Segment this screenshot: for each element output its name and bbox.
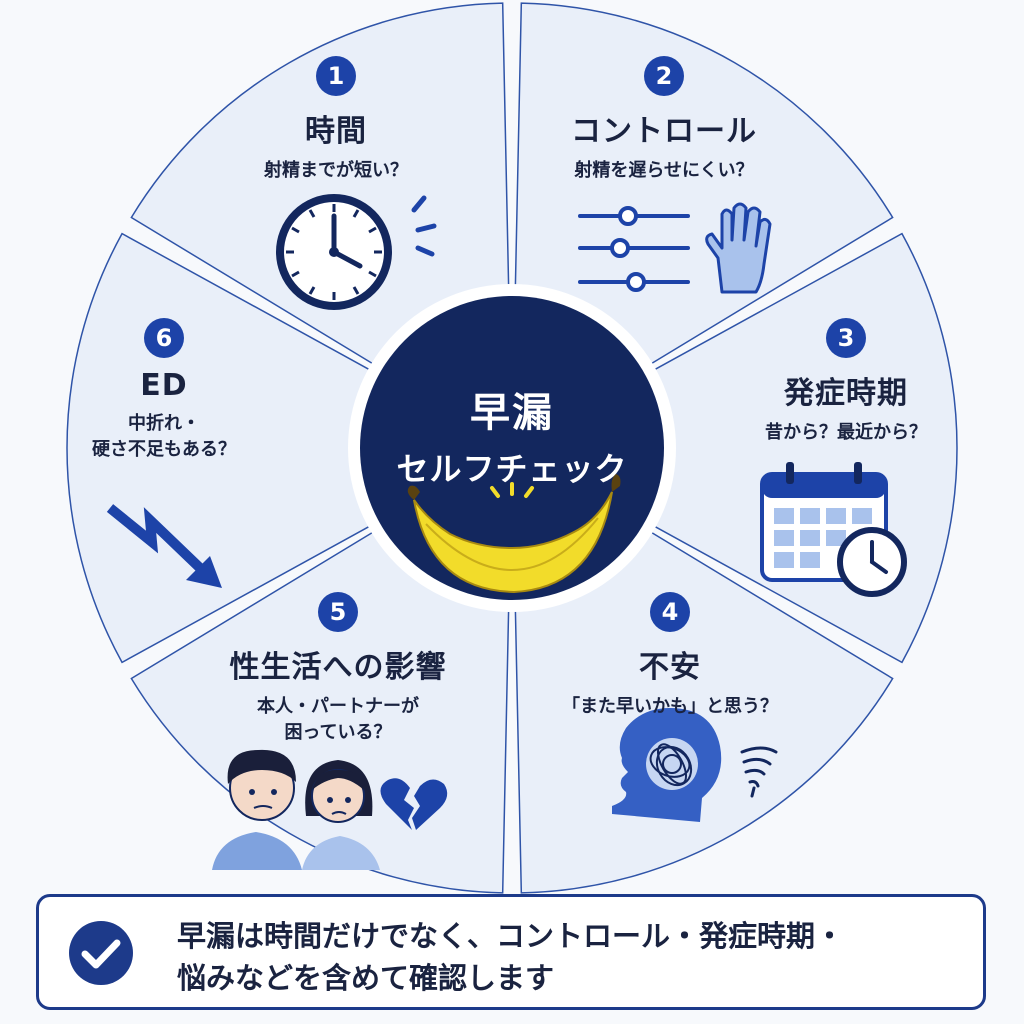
down-arrow-icon [106, 504, 222, 588]
segment-title: 性生活への影響 [229, 650, 447, 685]
banana-icon [407, 474, 621, 594]
sliders-hand-icon [578, 202, 772, 294]
segment-question: 昔から？最近から？ [765, 422, 927, 443]
segment-control: 2 コントロール 射精を遅らせにくい？ [514, 56, 814, 184]
segment-title: コントロール [571, 114, 757, 149]
center-title-line1: 早漏 [470, 390, 554, 436]
check-circle-icon [69, 921, 133, 985]
segment-sex-life-impact: 5 性生活への影響 本人・パートナーが 困っている？ [188, 592, 488, 746]
number-badge: 1 [316, 56, 356, 96]
segment-question: 射精を遅らせにくい？ [574, 160, 754, 181]
segment-title: 時間 [305, 114, 367, 149]
segment-title: 発症時期 [784, 376, 908, 411]
segment-question: 本人・パートナーが 困っている？ [257, 696, 419, 744]
number-badge: 3 [826, 318, 866, 358]
number-badge: 4 [650, 592, 690, 632]
segment-question: 「また早いかも」と思う？ [562, 696, 778, 717]
segment-question: 射精までが短い？ [264, 160, 408, 181]
segment-anxiety: 4 不安 「また早いかも」と思う？ [520, 592, 820, 720]
calendar-clock-icon [760, 462, 907, 597]
segment-title: 不安 [639, 650, 701, 685]
segment-title: ED [140, 368, 188, 403]
segment-question: 中折れ・ 硬さ不足もある？ [92, 413, 236, 461]
worried-couple-icon [212, 749, 448, 870]
center-title: 早漏 セルフチェック [362, 380, 662, 490]
segment-time: 1 時間 射精までが短い？ [186, 56, 486, 184]
number-badge: 6 [144, 318, 184, 358]
segment-ed: 6 ED 中折れ・ 硬さ不足もある？ [14, 318, 314, 463]
segment-onset: 3 発症時期 昔から？最近から？ [696, 318, 996, 446]
clock-icon [276, 194, 437, 310]
number-badge: 5 [318, 592, 358, 632]
anxious-head-icon [612, 708, 778, 822]
summary-box: 早漏は時間だけでなく、コントロール・発症時期・ 悩みなどを含めて確認します [36, 894, 986, 1010]
summary-text: 早漏は時間だけでなく、コントロール・発症時期・ 悩みなどを含めて確認します [177, 919, 845, 996]
center-title-line2: セルフチェック [396, 450, 628, 488]
number-badge: 2 [644, 56, 684, 96]
